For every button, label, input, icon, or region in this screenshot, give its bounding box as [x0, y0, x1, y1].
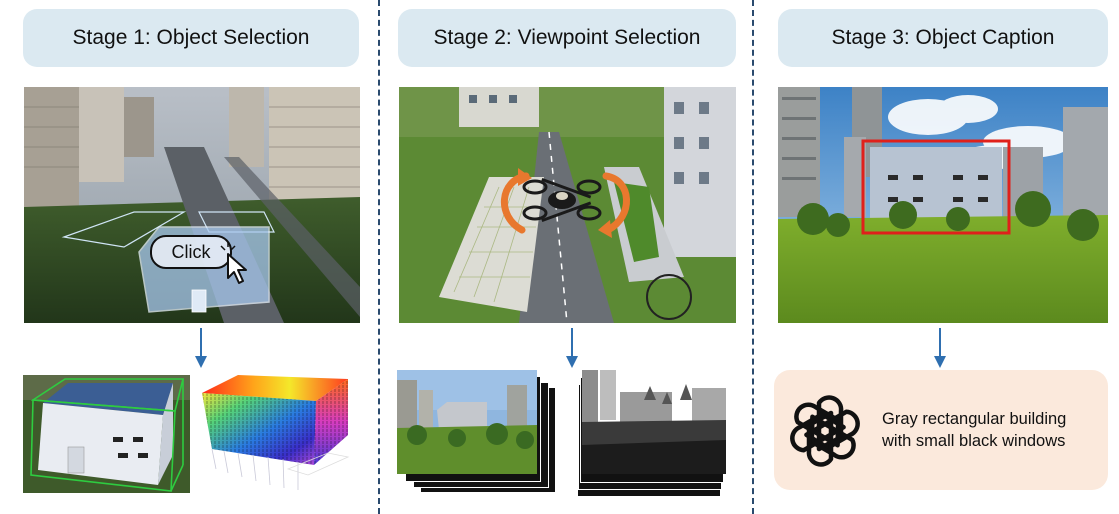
stage-3-title: Stage 3: Object Caption: [831, 26, 1055, 49]
stage-1-scene-image: [24, 87, 360, 323]
stage-2-depth-stack: [578, 370, 738, 496]
stage-2-header: Stage 2: Viewpoint Selection: [398, 9, 736, 67]
stage-1-header: Stage 1: Object Selection: [23, 9, 359, 67]
drone-icon: [522, 177, 602, 223]
stage-3-header: Stage 3: Object Caption: [778, 9, 1108, 67]
down-arrow-icon: [934, 328, 946, 368]
divider-right: [752, 0, 754, 514]
cursor-click-icon: [220, 242, 247, 284]
down-arrow-icon: [566, 328, 578, 368]
caption-line-2: with small black windows: [882, 432, 1066, 450]
caption-text: Gray rectangular building with small bla…: [882, 408, 1106, 452]
stage-2-rgb-stack: [397, 370, 555, 494]
caption-line-1: Gray rectangular building: [882, 410, 1067, 428]
rotate-right-arrow-icon: [598, 172, 630, 238]
down-arrow-icon: [195, 328, 207, 368]
stage-2-rgb-image: [397, 370, 537, 474]
rotate-left-arrow-icon: [501, 168, 532, 234]
openai-logo-icon: [790, 395, 860, 467]
stage-2-title: Stage 2: Viewpoint Selection: [433, 26, 701, 49]
click-button[interactable]: Click: [150, 235, 232, 269]
stage-1-pointcloud-image: [198, 373, 360, 495]
divider-left: [378, 0, 380, 514]
stage-3-scene-image: [778, 87, 1108, 323]
stage-1-bbox-image: [23, 375, 190, 493]
stage-1-title: Stage 1: Object Selection: [72, 26, 310, 49]
click-label: Click: [171, 241, 211, 262]
stage-2-depth-image: [582, 370, 726, 474]
